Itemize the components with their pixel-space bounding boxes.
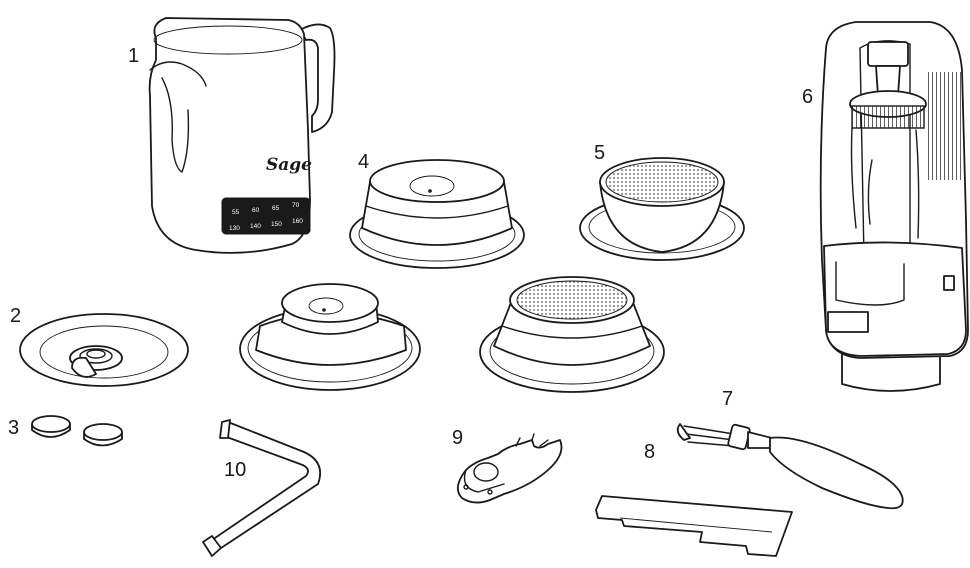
filter-basket-top-left: [349, 159, 525, 269]
label-4: 4: [358, 151, 369, 173]
label-6: 6: [802, 86, 813, 108]
label-7: 7: [722, 388, 733, 410]
filter-basket-top-right: [579, 157, 745, 261]
cleaning-disc: [19, 313, 189, 387]
jug-scale-bottom-1: 130: [229, 225, 240, 232]
jug-scale-top-1: 55: [232, 209, 240, 216]
label-10: 10: [224, 459, 246, 481]
label-1: 1: [128, 45, 139, 67]
filter-basket-bottom-right: [479, 276, 665, 393]
jug-scale-top-3: 65: [272, 205, 280, 212]
label-9: 9: [452, 427, 463, 449]
jug-scale-bottom-2: 140: [250, 223, 261, 230]
label-5: 5: [594, 142, 605, 164]
label-8: 8: [644, 441, 655, 463]
jug-scale-top-4: 70: [292, 202, 300, 209]
jug-scale-bottom-4: 160: [292, 218, 303, 225]
jug-scale-bottom-3: 150: [271, 221, 282, 228]
razor-tool: [456, 433, 563, 504]
jug-brand-text: Sage: [266, 155, 312, 175]
allen-key: [202, 419, 322, 557]
milk-jug: Sage 55 60 65 70 130 140 150 160: [148, 17, 336, 254]
cleaning-tablets: [31, 415, 123, 447]
jug-scale-top-2: 60: [252, 207, 260, 214]
label-2: 2: [10, 305, 21, 327]
cleaning-brush: [676, 423, 904, 510]
filter-basket-bottom-left: [239, 283, 421, 391]
label-3: 3: [8, 417, 19, 439]
water-filter-holder: [819, 21, 969, 392]
test-strip: [595, 495, 793, 557]
